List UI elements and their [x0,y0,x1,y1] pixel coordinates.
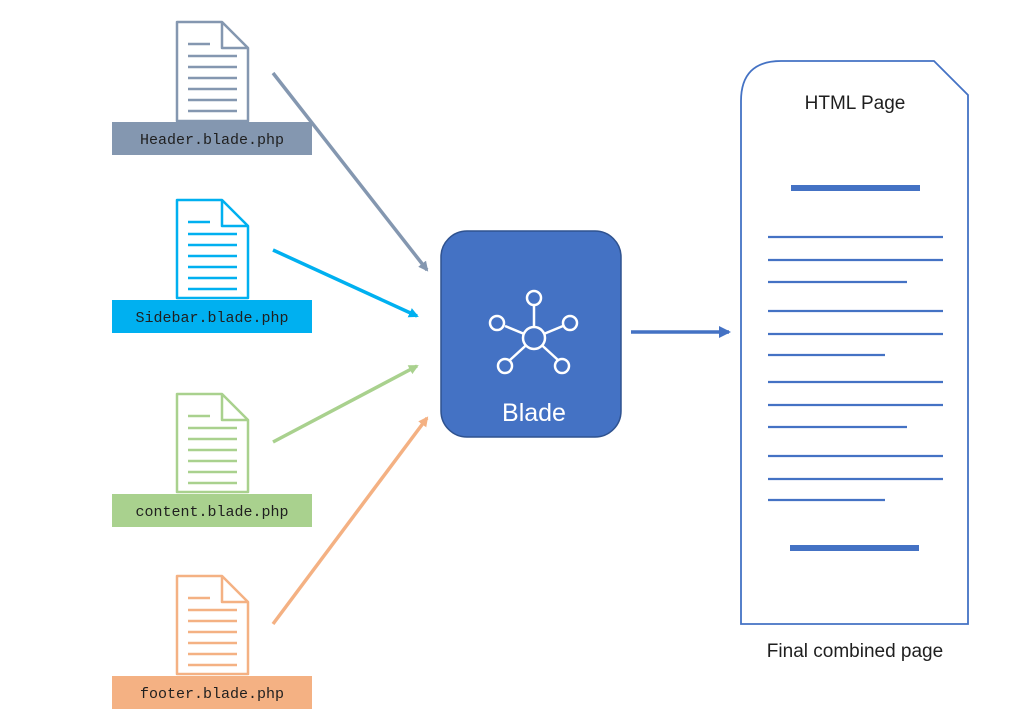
file-content: content.blade.php [112,392,312,527]
html-page-title: HTML Page [805,93,906,114]
file-sidebar: Sidebar.blade.php [112,198,312,333]
file-label-box [112,676,312,709]
document-icon [175,574,250,676]
file-label-box [112,300,312,333]
file-footer: footer.blade.php [112,574,312,709]
html-page-lines [768,185,943,551]
file-label: Header.blade.php [140,132,284,149]
html-page-document: HTML Page [740,60,969,625]
file-label: content.blade.php [135,504,288,521]
arrow-header-to-blade [271,71,429,272]
document-icon [175,20,250,123]
document-lines [188,220,237,291]
html-page-caption: Final combined page [767,641,943,662]
document-lines [188,414,237,485]
arrow-footer-to-blade [271,416,429,626]
hub-network-icon [488,289,579,375]
file-label-box [112,494,312,527]
document-icon [175,392,250,494]
arrow-content-to-blade [272,364,419,444]
document-lines [188,596,237,667]
arrow-sidebar-to-blade [272,248,419,318]
file-label: Sidebar.blade.php [135,310,288,327]
blade-engine: Blade [440,230,622,438]
blade-label: Blade [502,399,566,427]
document-lines [188,42,237,113]
file-label: footer.blade.php [140,686,284,703]
html-page-outline [740,60,969,625]
document-icon [175,198,250,300]
file-label-box [112,122,312,155]
file-header: Header.blade.php [112,20,312,155]
